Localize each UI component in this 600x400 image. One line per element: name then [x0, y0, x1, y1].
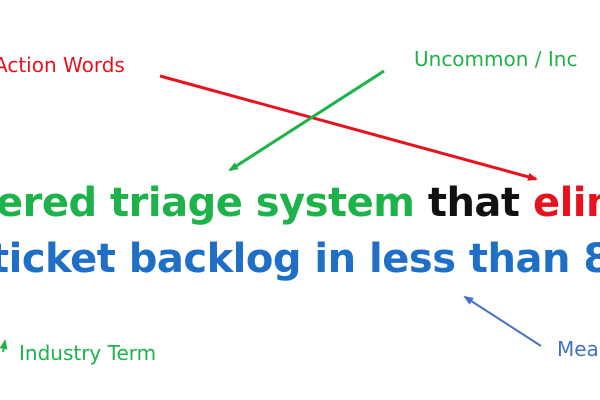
sentence-line-1: ered triage system that elim	[0, 180, 600, 226]
uncommon-arrow	[228, 69, 385, 172]
uncommon-label: Uncommon / Inc	[414, 47, 578, 71]
connector-word: that	[414, 180, 533, 226]
action-word-phrase: elim	[532, 180, 600, 226]
measure-label: Mea	[557, 337, 599, 361]
action-words-arrow	[159, 74, 538, 181]
measure-arrow	[463, 295, 542, 347]
industry-term-phrase: ered triage system	[0, 180, 415, 226]
sentence-line-2: ticket backlog in less than 8	[0, 236, 600, 282]
industry-term-arrow	[0, 339, 8, 353]
industry-term-label: Industry Term	[19, 341, 157, 365]
action-words-label: Action Words	[0, 53, 125, 77]
